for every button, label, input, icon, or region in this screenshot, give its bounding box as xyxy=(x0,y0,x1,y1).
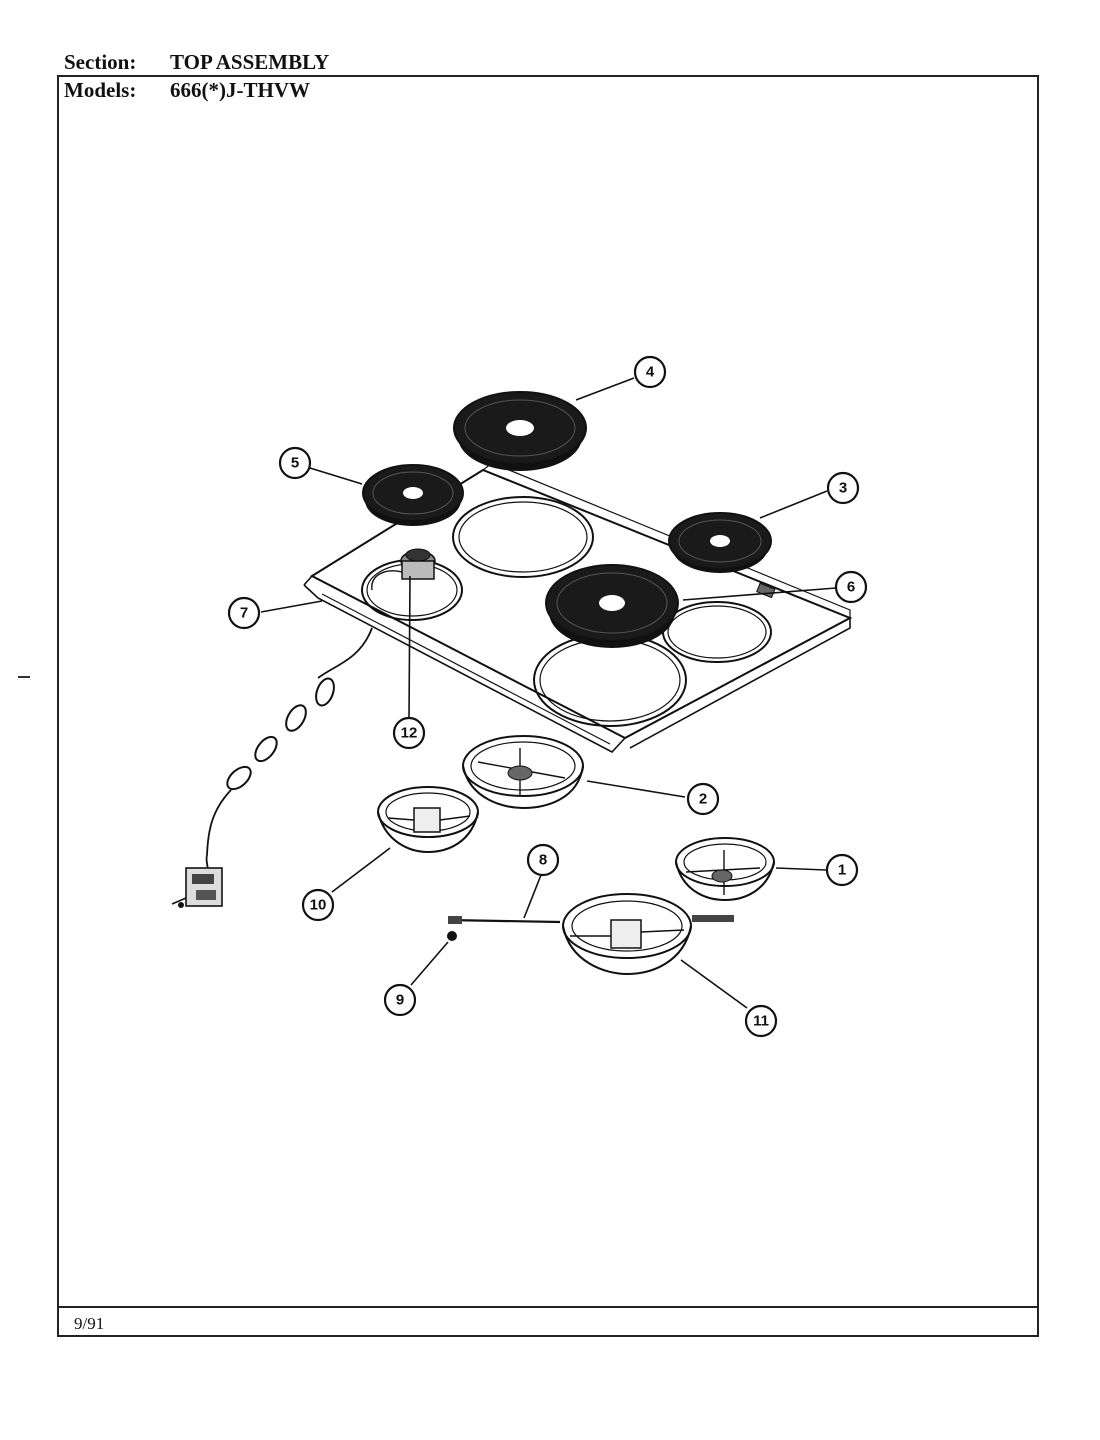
callout-2-number: 2 xyxy=(699,791,707,808)
section-label: Section: xyxy=(64,50,137,74)
callout-11: 11 xyxy=(744,1004,778,1038)
leader-lines xyxy=(260,377,837,1009)
footer-divider xyxy=(57,1306,1039,1308)
surface-element-large-front xyxy=(545,564,679,648)
callout-4-number: 4 xyxy=(646,364,655,381)
callout-10-number: 10 xyxy=(310,897,327,914)
surface-element-large-rear xyxy=(453,391,587,471)
drip-bowl-large-lower xyxy=(562,893,692,976)
callout-6: 6 xyxy=(834,570,868,604)
models-heading: Models: 666(*)J-THVW xyxy=(64,80,310,101)
terminal-block xyxy=(371,548,436,591)
callout-7-number: 7 xyxy=(240,605,248,622)
callout-9: 9 xyxy=(383,983,417,1017)
callout-2: 2 xyxy=(686,782,720,816)
infinite-switch-harness xyxy=(171,627,373,908)
diagram-frame xyxy=(57,75,1039,1337)
callout-10: 10 xyxy=(301,888,335,922)
mounting-screw xyxy=(447,931,457,941)
callout-5-number: 5 xyxy=(291,455,299,472)
callout-1-number: 1 xyxy=(838,862,846,879)
footer-date: 9/91 xyxy=(74,1314,105,1333)
callout-5: 5 xyxy=(278,446,312,480)
models-value: 666(*)J-THVW xyxy=(170,78,310,102)
callout-3-number: 3 xyxy=(839,480,847,497)
callout-4: 4 xyxy=(633,355,667,389)
receptacle-bracket xyxy=(447,915,734,924)
drip-bowl-small-left xyxy=(377,786,479,854)
callout-8: 8 xyxy=(526,843,560,877)
callout-3: 3 xyxy=(826,471,860,505)
callout-6-number: 6 xyxy=(847,579,855,596)
callout-7: 7 xyxy=(227,596,261,630)
callout-11-number: 11 xyxy=(753,1013,769,1030)
callout-1: 1 xyxy=(825,853,859,887)
drip-bowl-small-right xyxy=(675,837,775,902)
models-label: Models: xyxy=(64,78,137,102)
surface-element-small-right xyxy=(668,512,772,573)
callout-12: 12 xyxy=(392,716,426,750)
surface-element-small-left xyxy=(362,464,464,526)
callout-12-number: 12 xyxy=(401,725,418,742)
callout-9-number: 9 xyxy=(396,992,404,1009)
margin-mark xyxy=(18,676,30,678)
drip-bowl-large-upper xyxy=(462,735,584,810)
section-heading: Section: TOP ASSEMBLY xyxy=(64,52,329,73)
callout-8-number: 8 xyxy=(539,852,547,869)
section-title: TOP ASSEMBLY xyxy=(170,50,330,74)
